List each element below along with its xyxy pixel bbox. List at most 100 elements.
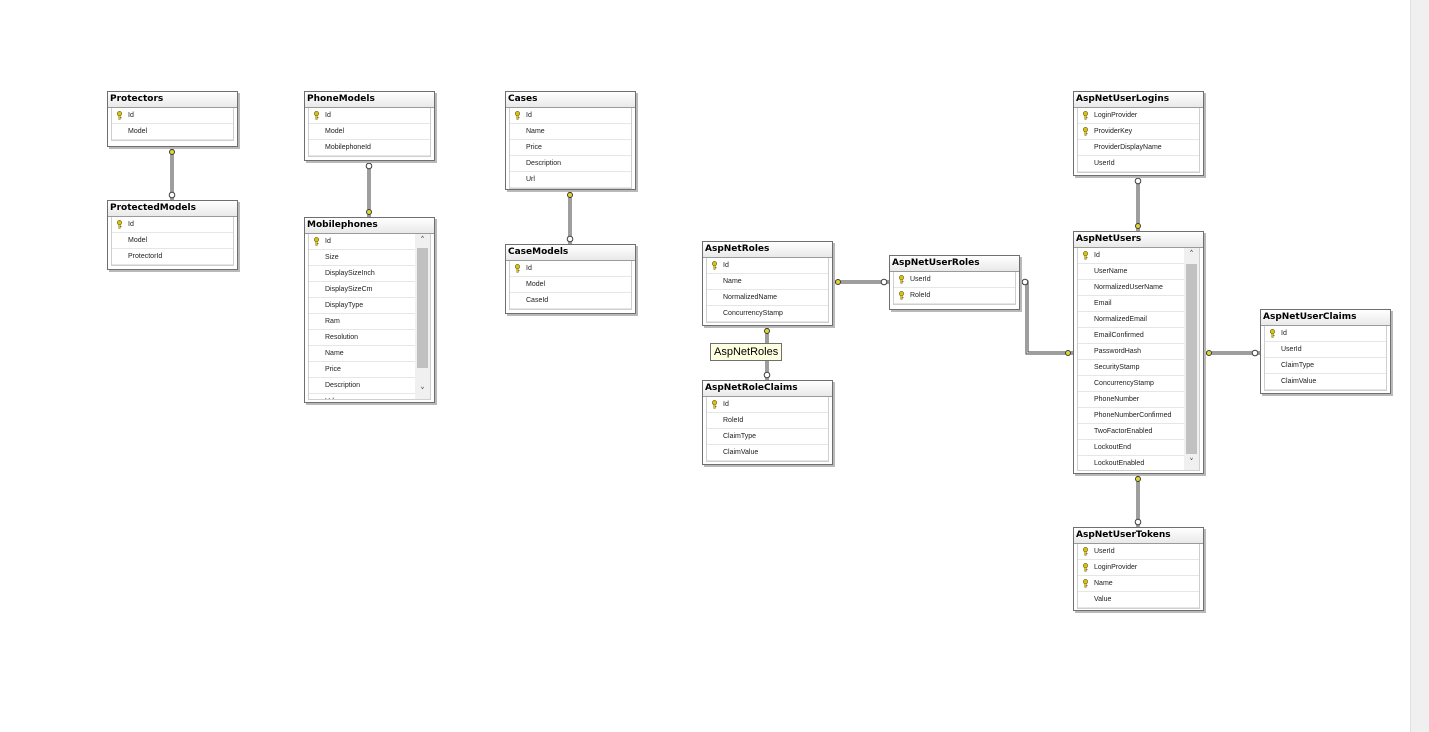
column-row[interactable]: Price [510,140,631,156]
table-title[interactable]: CaseModels [506,245,635,261]
column-row[interactable]: Url [510,172,631,188]
scroll-up-icon[interactable]: ˄ [420,236,425,246]
column-row[interactable]: Id [510,108,631,124]
column-row[interactable]: ClaimValue [707,445,828,461]
column-row[interactable]: Id [1265,326,1386,342]
column-row[interactable]: RoleId [707,413,828,429]
column-row[interactable]: UserId [1265,342,1386,358]
column-row[interactable]: NormalizedEmail [1078,312,1184,328]
table-scrollbar[interactable]: ˄ ˅ [1184,248,1199,470]
column-row[interactable]: UserName [1078,264,1184,280]
column-row[interactable]: LockoutEnabled [1078,456,1184,470]
scroll-down-icon[interactable]: ˅ [1189,458,1194,468]
column-row[interactable]: Model [112,124,233,140]
table-title[interactable]: Cases [506,92,635,108]
column-row[interactable]: Resolution [309,330,415,346]
column-row[interactable]: ConcurrencyStamp [707,306,828,322]
column-row[interactable]: MobilephoneId [309,140,430,156]
column-row[interactable]: Url [309,394,415,399]
column-row[interactable]: Size [309,250,415,266]
table-title[interactable]: PhoneModels [305,92,434,108]
scroll-down-icon[interactable]: ˅ [420,387,425,397]
column-row[interactable]: Model [112,233,233,249]
scroll-up-icon[interactable]: ˄ [1189,250,1194,260]
column-row[interactable]: PhoneNumberConfirmed [1078,408,1184,424]
column-row[interactable]: Value [1078,592,1199,608]
table-title[interactable]: AspNetUserRoles [890,256,1019,272]
column-row[interactable]: TwoFactorEnabled [1078,424,1184,440]
column-row[interactable]: LoginProvider [1078,108,1199,124]
canvas-vertical-scrollbar[interactable] [1410,0,1429,732]
column-row[interactable]: UserId [894,272,1015,288]
column-row[interactable]: Description [309,378,415,394]
column-row[interactable]: ProtectorId [112,249,233,265]
column-row[interactable]: Id [707,397,828,413]
column-row[interactable]: Name [309,346,415,362]
column-row[interactable]: PhoneNumber [1078,392,1184,408]
table-title[interactable]: Protectors [108,92,237,108]
column-row[interactable]: DisplaySizeInch [309,266,415,282]
column-row[interactable]: ConcurrencyStamp [1078,376,1184,392]
scrollbar-thumb[interactable] [417,248,428,368]
column-row[interactable]: Id [112,108,233,124]
column-row[interactable]: Model [510,277,631,293]
column-row[interactable]: NormalizedUserName [1078,280,1184,296]
column-row[interactable]: Id [510,261,631,277]
column-row[interactable]: ProviderKey [1078,124,1199,140]
column-row[interactable]: LoginProvider [1078,560,1199,576]
column-row[interactable]: ProviderDisplayName [1078,140,1199,156]
column-row[interactable]: SecurityStamp [1078,360,1184,376]
column-row[interactable]: Price [309,362,415,378]
column-row[interactable]: ClaimValue [1265,374,1386,390]
column-row[interactable]: PasswordHash [1078,344,1184,360]
column-row[interactable]: Id [309,108,430,124]
column-row[interactable]: Id [112,217,233,233]
column-row[interactable]: Id [707,258,828,274]
table-title[interactable]: AspNetUserLogins [1074,92,1203,108]
table-title[interactable]: AspNetUserClaims [1261,310,1390,326]
table-title[interactable]: Mobilephones [305,218,434,234]
column-row[interactable]: DisplaySizeCm [309,282,415,298]
column-row[interactable]: LockoutEnd [1078,440,1184,456]
column-row[interactable]: Name [510,124,631,140]
column-row[interactable]: Model [309,124,430,140]
column-row[interactable]: UserId [1078,156,1199,172]
table-title[interactable]: AspNetRoles [703,242,832,258]
column-row[interactable]: ClaimType [707,429,828,445]
column-row[interactable]: NormalizedName [707,290,828,306]
table-title[interactable]: AspNetUserTokens [1074,528,1203,544]
column-row[interactable]: Id [309,234,415,250]
column-row[interactable]: RoleId [894,288,1015,304]
column-row[interactable]: Name [707,274,828,290]
relationship-line[interactable] [1020,280,1073,355]
column-row[interactable]: CaseId [510,293,631,309]
column-row[interactable]: Id [1078,248,1184,264]
table-title[interactable]: AspNetRoleClaims [703,381,832,397]
table-scrollbar[interactable]: ˄ ˅ [415,234,430,399]
column-row[interactable]: Email [1078,296,1184,312]
table-title[interactable]: AspNetUsers [1074,232,1203,248]
column-row[interactable]: Description [510,156,631,172]
table-title[interactable]: ProtectedModels [108,201,237,217]
column-row[interactable]: EmailConfirmed [1078,328,1184,344]
scrollbar-thumb[interactable] [1186,264,1197,454]
column-row[interactable]: Name [1078,576,1199,592]
column-row[interactable]: UserId [1078,544,1199,560]
column-row[interactable]: DisplayType [309,298,415,314]
column-row[interactable]: ClaimType [1265,358,1386,374]
column-row[interactable]: Ram [309,314,415,330]
